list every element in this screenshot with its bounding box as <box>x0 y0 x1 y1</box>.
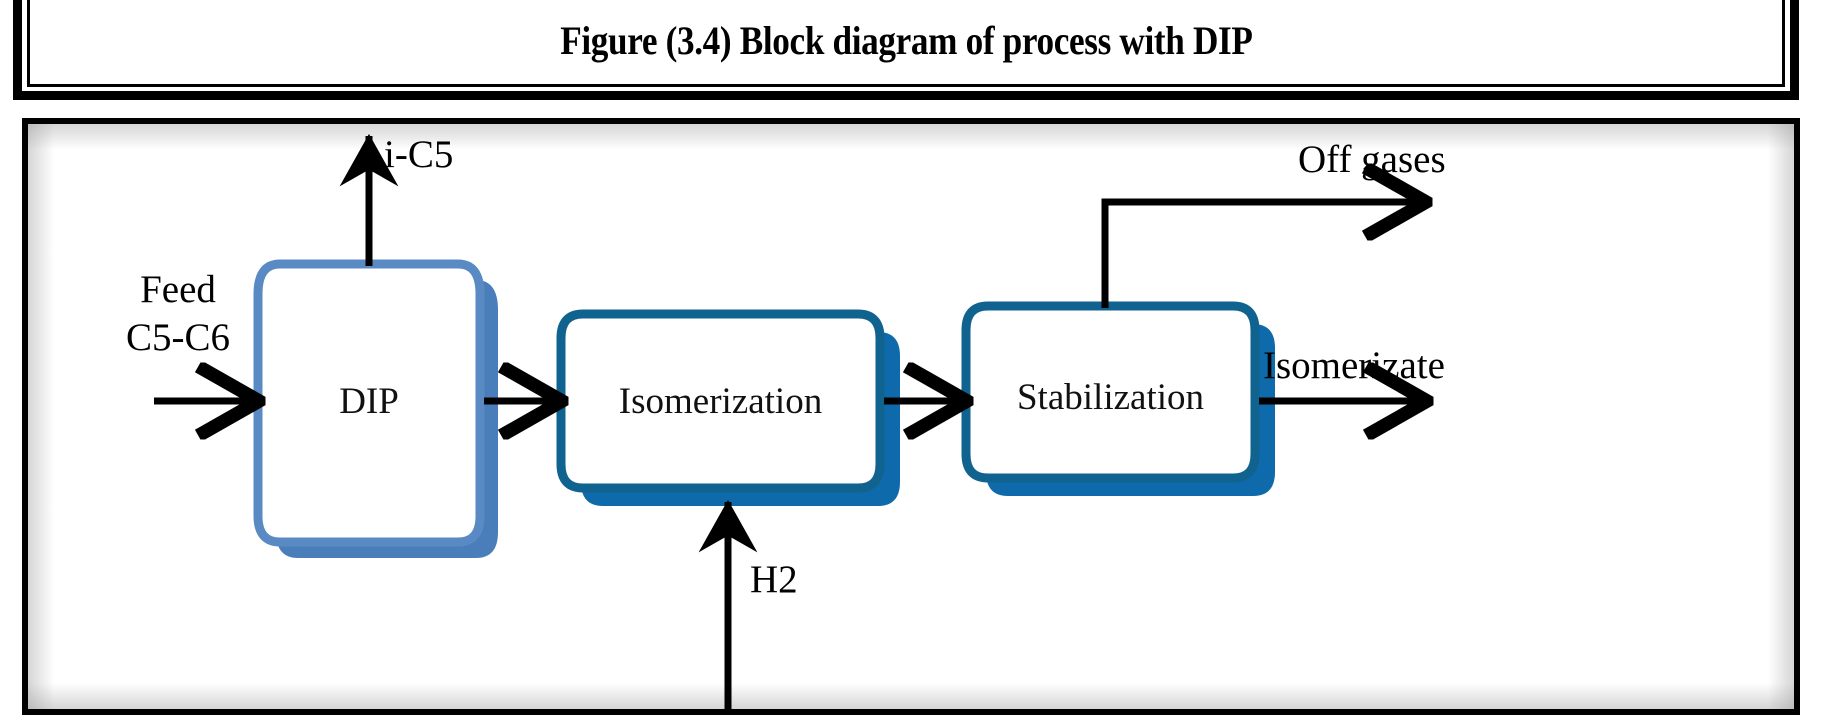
block-stabilization-body <box>961 301 1260 483</box>
block-diagram-frame: DIP Isomerization Stabilization Feed C5-… <box>22 118 1800 715</box>
block-stabilization[interactable] <box>961 301 1275 496</box>
block-dip[interactable] <box>253 259 498 558</box>
stream-label-ic5: i-C5 <box>384 133 454 176</box>
stream-label-isomerizate: Isomerizate <box>1263 344 1445 387</box>
stream-label-feed-line1: Feed <box>140 268 216 311</box>
block-label-stabilization: Stabilization <box>1016 377 1205 418</box>
block-diagram-canvas: DIP Isomerization Stabilization Feed C5-… <box>28 124 1794 709</box>
page-title: Figure (3.4) Block diagram of process wi… <box>559 17 1253 63</box>
stream-label-offgases: Off gases <box>1298 138 1446 181</box>
block-isomerization-body <box>556 309 885 493</box>
stream-label-feed-line2: C5-C6 <box>125 315 230 359</box>
stream-label-h2: H2 <box>750 558 798 601</box>
figure-caption-inner-frame: Figure (3.4) Block diagram of process wi… <box>27 0 1785 87</box>
block-label-isomerization: Isomerization <box>618 381 823 422</box>
figure-caption-frame: Figure (3.4) Block diagram of process wi… <box>13 0 1799 100</box>
block-diagram-svg <box>154 133 1794 709</box>
arrow-stabilization-to-offgases <box>1101 202 1423 308</box>
block-isomerization[interactable] <box>556 309 900 506</box>
stream-label-feed: Feed C5-C6 <box>98 266 258 361</box>
block-label-dip: DIP <box>339 381 399 422</box>
block-dip-body <box>253 259 485 547</box>
